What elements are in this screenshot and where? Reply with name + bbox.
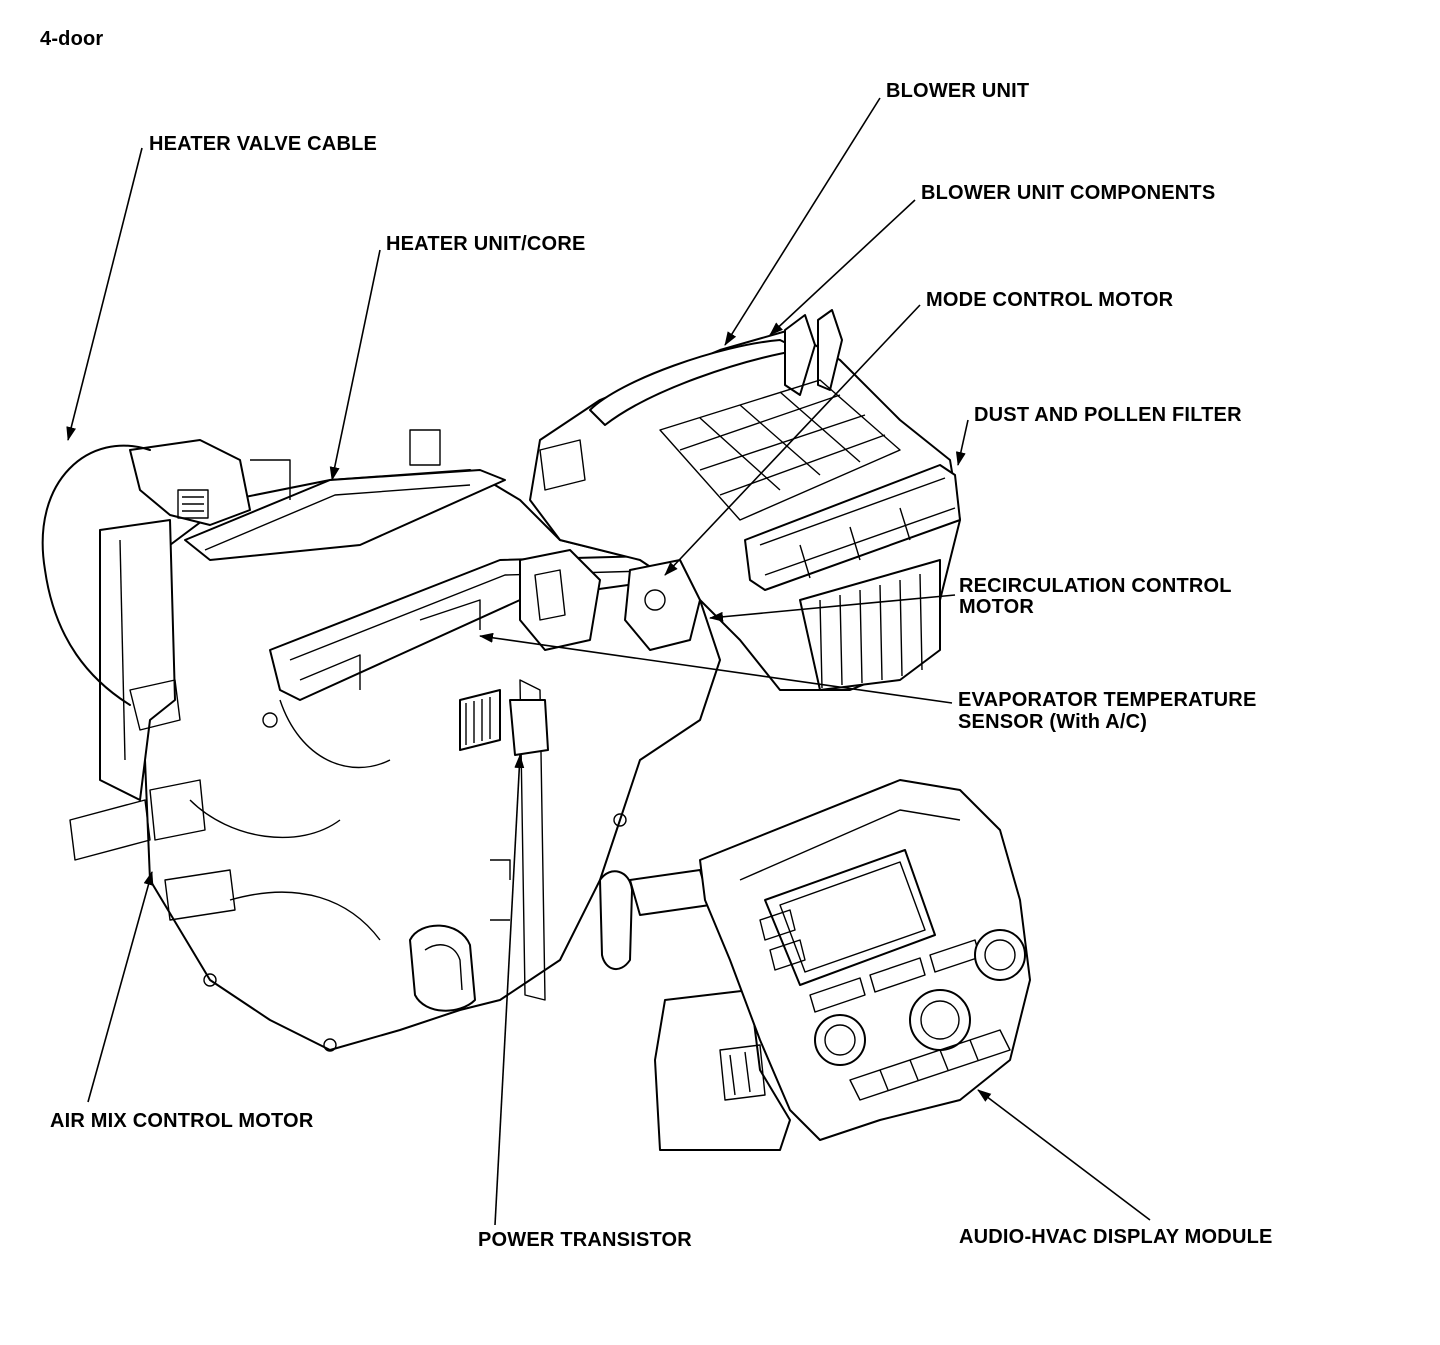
leader-lines: [66, 97, 1151, 1226]
leader-mode-control-motor: [664, 304, 921, 576]
label-heater-unit-core: HEATER UNIT/CORE: [386, 233, 586, 255]
heater-valve-cable-drawing: [41, 444, 151, 706]
page-title: 4-door: [40, 28, 104, 50]
leader-evaporator-temp-sensor: [479, 632, 953, 704]
label-evaporator-temp-line2: SENSOR (With A/C): [958, 711, 1148, 733]
label-blower-unit: BLOWER UNIT: [886, 80, 1030, 102]
leader-blower-unit: [724, 97, 881, 346]
leader-audio-hvac-display-module: [977, 1089, 1151, 1221]
label-dust-pollen-filter: DUST AND POLLEN FILTER: [974, 404, 1242, 426]
label-power-transistor: POWER TRANSISTOR: [478, 1229, 692, 1251]
leader-recirculation-control-motor: [709, 594, 956, 622]
label-audio-hvac-display-module: AUDIO-HVAC DISPLAY MODULE: [959, 1226, 1273, 1248]
label-recirculation-control-line2: MOTOR: [959, 596, 1035, 618]
leader-air-mix-control-motor: [87, 871, 154, 1103]
label-recirculation-control-line1: RECIRCULATION CONTROL: [959, 575, 1232, 597]
label-mode-control-motor: MODE CONTROL MOTOR: [926, 289, 1174, 311]
leader-dust-pollen-filter: [955, 419, 969, 466]
blower-unit-drawing: [519, 309, 961, 691]
leader-power-transistor: [494, 754, 525, 1226]
label-heater-valve-cable: HEATER VALVE CABLE: [149, 133, 378, 155]
label-evaporator-temp-line1: EVAPORATOR TEMPERATURE: [958, 689, 1257, 711]
audio-hvac-module-drawing: [629, 779, 1031, 1151]
label-blower-unit-components: BLOWER UNIT COMPONENTS: [921, 182, 1216, 204]
leader-heater-valve-cable: [66, 147, 143, 441]
leader-blower-unit-components: [769, 199, 916, 336]
label-air-mix-control-motor: AIR MIX CONTROL MOTOR: [50, 1110, 314, 1132]
leader-heater-unit-core: [329, 249, 381, 481]
